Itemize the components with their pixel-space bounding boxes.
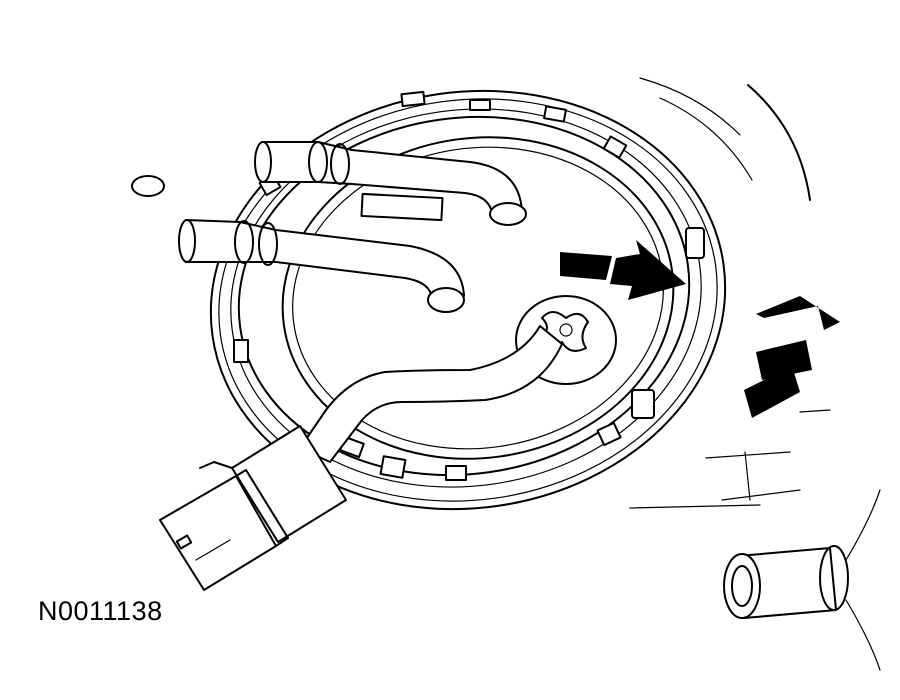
tank-nipple xyxy=(723,489,881,671)
electrical-connector xyxy=(159,425,347,591)
module-flange xyxy=(281,136,675,460)
wire-harness xyxy=(299,325,563,463)
figure-id-label: N0011138 xyxy=(38,596,163,626)
upper-fuel-tube xyxy=(254,141,527,226)
lower-fuel-tube xyxy=(178,219,465,313)
label-plate xyxy=(360,192,444,222)
tank-hole xyxy=(131,175,165,197)
tank-edge-lines xyxy=(629,77,831,509)
rotation-arrow-up xyxy=(744,296,840,418)
rotation-arrow-right xyxy=(560,240,686,300)
ring-tabs xyxy=(233,90,705,481)
lock-ring xyxy=(209,89,727,511)
